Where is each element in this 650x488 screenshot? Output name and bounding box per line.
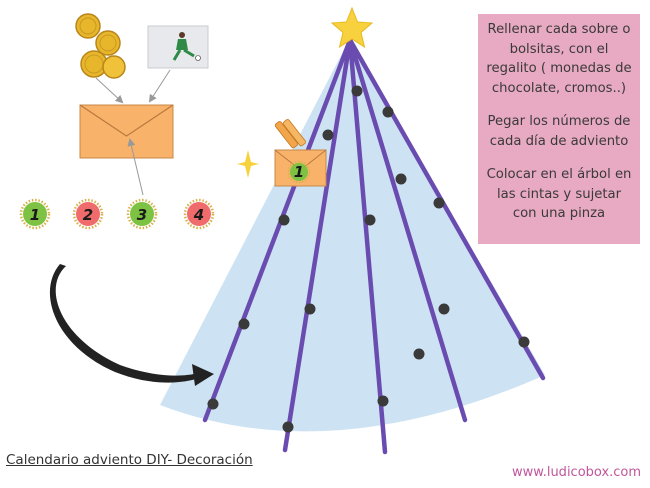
ribbon-dot bbox=[282, 421, 294, 433]
clothespin-icon bbox=[274, 119, 306, 149]
badge-3: 3 bbox=[126, 198, 158, 230]
ribbon-dot bbox=[382, 106, 394, 118]
ribbon-3 bbox=[347, 37, 388, 455]
ribbon-dot bbox=[438, 303, 450, 315]
ribbon-dot bbox=[518, 336, 530, 348]
football-card-icon bbox=[147, 25, 209, 69]
website-link[interactable]: www.ludicobox.com bbox=[512, 465, 642, 480]
instruction-fill: Rellenar cada sobre o bolsitas, con el r… bbox=[486, 22, 632, 96]
ribbon-5 bbox=[347, 37, 546, 381]
tree-envelope-number: 1 bbox=[294, 163, 304, 181]
svg-text:3: 3 bbox=[137, 206, 147, 224]
tree-cone bbox=[160, 38, 545, 432]
connector-arrows bbox=[95, 69, 171, 196]
envelope-icon bbox=[79, 104, 174, 159]
ribbon-dot bbox=[304, 303, 316, 315]
curved-arrow bbox=[49, 264, 214, 386]
ribbon-1 bbox=[202, 37, 353, 423]
ribbon-dot bbox=[322, 129, 334, 141]
ribbon-dots bbox=[207, 85, 530, 433]
svg-text:1: 1 bbox=[30, 206, 40, 224]
star-icon bbox=[330, 6, 374, 49]
tree-envelope: 1 bbox=[274, 149, 327, 187]
ribbon-dot bbox=[377, 395, 389, 407]
instruction-hang: Colocar en el árbol en las cintas y suje… bbox=[486, 167, 632, 221]
badge-2: 2 bbox=[72, 198, 104, 230]
ribbon-dot bbox=[207, 398, 219, 410]
instruction-numbers: Pegar los números de cada día de advient… bbox=[487, 114, 631, 149]
svg-text:2: 2 bbox=[83, 206, 93, 224]
ribbon-dot bbox=[364, 214, 376, 226]
ribbon-2 bbox=[282, 37, 353, 453]
tree-ribbons bbox=[202, 37, 546, 455]
chocolate-coins-icon bbox=[75, 13, 126, 79]
caption: Calendario adviento DIY- Decoración bbox=[6, 452, 253, 468]
ribbon-dot bbox=[413, 348, 425, 360]
sparkle-icon bbox=[237, 150, 259, 178]
ribbon-dot bbox=[433, 197, 445, 209]
badge-1: 1 bbox=[19, 198, 51, 230]
ribbon-dot bbox=[278, 214, 290, 226]
ribbon-4 bbox=[347, 37, 468, 423]
ribbon-dot bbox=[395, 173, 407, 185]
svg-text:4: 4 bbox=[193, 206, 204, 224]
ribbon-dot bbox=[351, 85, 363, 97]
ribbon-dot bbox=[238, 318, 250, 330]
instructions-box: Rellenar cada sobre o bolsitas, con el r… bbox=[478, 14, 640, 244]
tree-envelope-badge bbox=[290, 163, 308, 181]
badge-4: 4 bbox=[183, 198, 215, 230]
